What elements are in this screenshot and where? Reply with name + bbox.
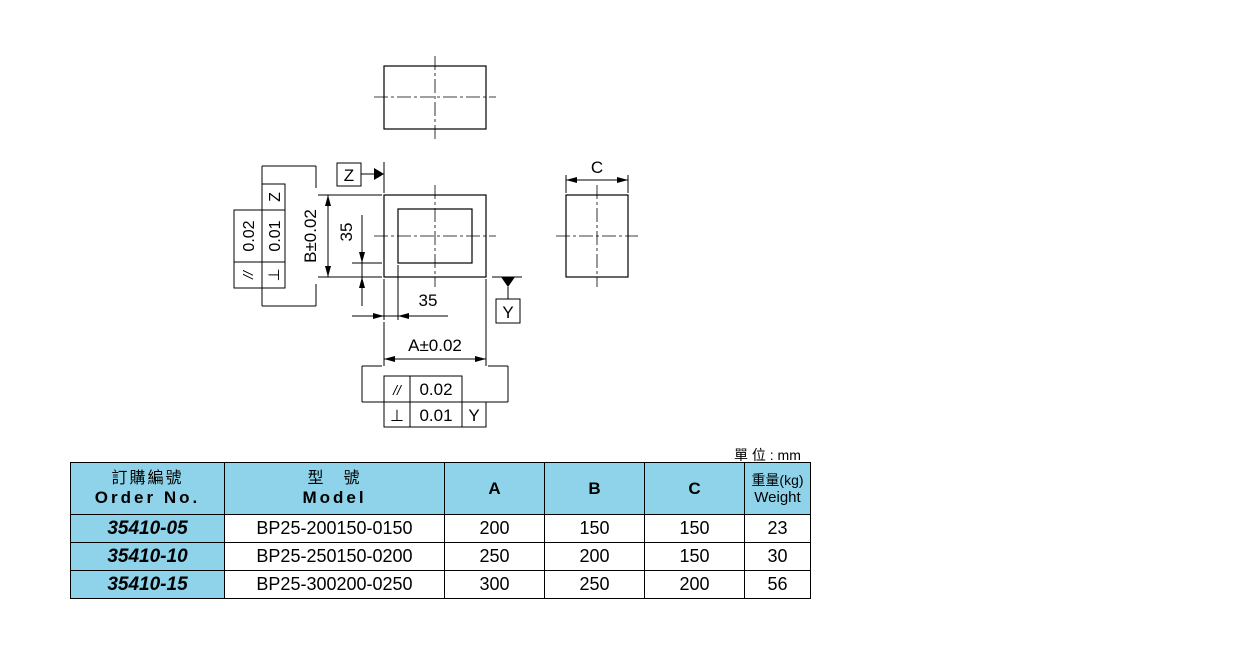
bottom-frame-parallel-symbol: // (392, 382, 403, 398)
table-row: 35410-15 BP25-300200-0250 300 250 200 56 (70, 570, 811, 599)
header-b: B (544, 462, 645, 515)
v35-dimension: 35 (337, 215, 382, 306)
header-order-en: Order No. (94, 488, 201, 507)
order-no-cell: 35410-05 (70, 514, 225, 543)
bottom-tolerance-frame: // 0.02 ⊥ 0.01 Y (361, 365, 509, 428)
b-cell: 250 (544, 570, 645, 599)
a-cell: 200 (444, 514, 545, 543)
bottom-frame-perp-value: 0.01 (419, 406, 452, 425)
model-cell: BP25-200150-0150 (224, 514, 445, 543)
b-dimension: B±0.02 (301, 194, 382, 278)
weight-cell: 56 (744, 570, 811, 599)
a-dim-label: A±0.02 (408, 336, 462, 355)
v35-dim-label: 35 (337, 223, 356, 242)
b-cell: 150 (544, 514, 645, 543)
header-order-no: 訂購編號 Order No. (70, 462, 225, 515)
unit-label: 單 位 : mm (734, 447, 801, 463)
b-dim-label: B±0.02 (301, 209, 320, 263)
model-cell: BP25-250150-0200 (224, 542, 445, 571)
z-datum-label: Z (344, 166, 354, 185)
y-datum: Y (492, 276, 522, 324)
left-frame-datum: Z (267, 192, 284, 202)
order-no-cell: 35410-10 (70, 542, 225, 571)
top-view (374, 56, 496, 139)
header-c: C (644, 462, 745, 515)
c-cell: 150 (644, 542, 745, 571)
c-dimension: C (565, 158, 629, 193)
c-dim-label: C (591, 158, 603, 177)
table-header-row: 訂購編號 Order No. 型 號 Model A B C 重量(kg) We… (70, 462, 811, 515)
header-a: A (444, 462, 545, 515)
spec-table: 訂購編號 Order No. 型 號 Model A B C 重量(kg) We… (70, 462, 811, 599)
left-frame-parallel-symbol: // (240, 269, 256, 280)
bottom-frame-perp-symbol: ⊥ (390, 408, 404, 425)
h35-dim-label: 35 (419, 291, 438, 310)
a-cell: 250 (444, 542, 545, 571)
order-no-cell: 35410-15 (70, 570, 225, 599)
c-cell: 150 (644, 514, 745, 543)
b-cell: 200 (544, 542, 645, 571)
z-datum: Z (336, 162, 385, 193)
table-row: 35410-05 BP25-200150-0150 200 150 150 23 (70, 514, 811, 543)
h35-dimension: 35 (352, 265, 448, 320)
header-model-zh: 型 號 (307, 470, 362, 487)
front-view (374, 185, 496, 287)
header-weight-en: Weight (754, 488, 801, 506)
bottom-frame-parallel-value: 0.02 (419, 380, 452, 399)
header-model-en: Model (302, 488, 367, 507)
c-cell: 200 (644, 570, 745, 599)
header-model: 型 號 Model (224, 462, 445, 515)
header-weight-zh: 重量(kg) (751, 471, 804, 488)
y-datum-label: Y (502, 303, 513, 322)
left-frame-perp-symbol: ⊥ (266, 268, 283, 281)
header-order-zh: 訂購編號 (111, 470, 184, 487)
weight-cell: 23 (744, 514, 811, 543)
header-weight: 重量(kg) Weight (744, 462, 811, 515)
table-row: 35410-10 BP25-250150-0200 250 200 150 30 (70, 542, 811, 571)
technical-drawing: C Z Y B±0.02 35 35 (233, 56, 638, 428)
left-frame-parallel-value: 0.02 (241, 220, 258, 251)
a-dimension: A±0.02 (383, 279, 487, 366)
a-cell: 300 (444, 570, 545, 599)
bottom-frame-datum: Y (468, 406, 479, 425)
left-tolerance-frame: Z 0.01 ⊥ 0.02 // (233, 165, 317, 307)
side-view (556, 185, 638, 287)
left-frame-perp-value: 0.01 (267, 220, 284, 251)
model-cell: BP25-300200-0250 (224, 570, 445, 599)
weight-cell: 30 (744, 542, 811, 571)
